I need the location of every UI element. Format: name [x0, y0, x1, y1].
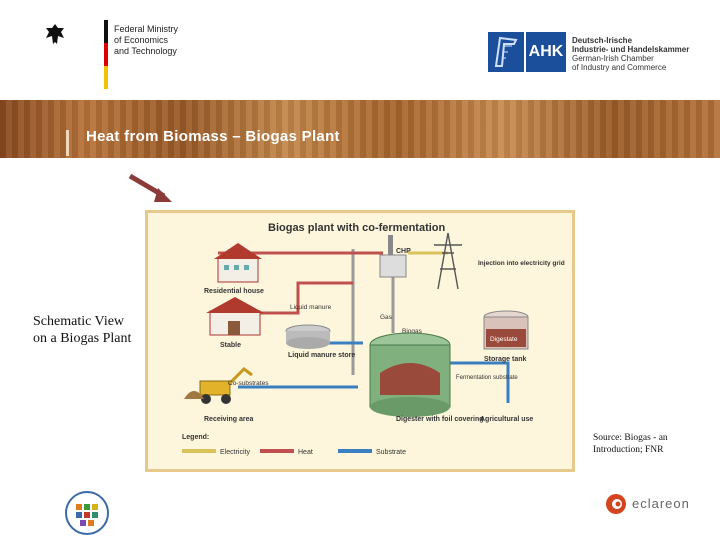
title-accent-bar: [66, 130, 69, 156]
ahk-logo: AHK Deutsch-Irische Industrie- und Hande…: [488, 32, 689, 74]
legend-heat: Heat: [298, 449, 313, 456]
eclareon-swirl-icon: [606, 494, 626, 514]
legend-electricity: Electricity: [220, 449, 250, 456]
ministry-logo: Federal Ministry of Economics and Techno…: [40, 18, 178, 89]
ahk-mark: AHK: [526, 32, 566, 72]
harp-icon: [488, 32, 524, 72]
label-injection: Injection into electricity grid: [478, 260, 565, 267]
label-chp: CHP: [396, 248, 411, 255]
label-liquid-manure: Liquid manure: [290, 304, 332, 311]
label-biogas: Biogas: [402, 328, 423, 335]
storage-tank-icon: [483, 310, 529, 350]
digester-icon: [369, 332, 451, 417]
label-storage-tank: Storage tank: [484, 356, 527, 363]
eagle-icon: [46, 24, 64, 44]
label-fermentation-substrate: Fermentation substrate: [456, 375, 518, 381]
residential-house-icon: [214, 243, 262, 283]
label-liquid-store: Liquid manure store: [288, 352, 355, 359]
flag-stripe: [104, 20, 108, 90]
pointer-arrow-icon: [128, 173, 172, 202]
label-receiving: Receiving area: [204, 416, 254, 423]
ministry-name: Federal Ministry of Economics and Techno…: [114, 24, 179, 56]
legend-title: Legend:: [182, 434, 209, 441]
biogas-diagram: Biogas plant with co-fermentation Reside…: [145, 210, 575, 472]
slide-title: Heat from Biomass – Biogas Plant: [86, 128, 340, 145]
eclareon-wordmark: eclareon: [632, 496, 690, 511]
power-pylon-icon: [434, 232, 462, 290]
manure-store-icon: [285, 324, 331, 349]
chp-icon: [379, 235, 407, 278]
eclareon-logo: eclareon: [604, 492, 689, 516]
title-banner: Heat from Biomass – Biogas Plant: [0, 100, 720, 158]
label-agricultural: Agricultural use: [480, 416, 533, 423]
diagram-title: Biogas plant with co-fermentation: [268, 222, 446, 234]
ahk-name: Deutsch-Irische Industrie- und Handelska…: [572, 36, 690, 72]
label-digester: Digester with foil covering: [396, 416, 484, 423]
legend: Legend: Electricity Heat Substrate: [182, 434, 406, 456]
label-residential: Residential house: [204, 288, 264, 295]
label-digestate: Digestate: [490, 336, 518, 343]
label-cosubstrates: Co-substrates: [228, 380, 269, 387]
label-stable: Stable: [220, 342, 241, 349]
loader-icon: [184, 367, 253, 404]
label-gas: Gas: [380, 314, 393, 321]
source-note: Source: Biogas - an Introduction; FNR: [593, 433, 668, 455]
legend-substrate: Substrate: [376, 449, 406, 456]
stable-icon: [206, 297, 264, 336]
diagram-caption: Schematic View on a Biogas Plant: [33, 314, 132, 346]
renewables-seal-icon: [65, 491, 109, 535]
